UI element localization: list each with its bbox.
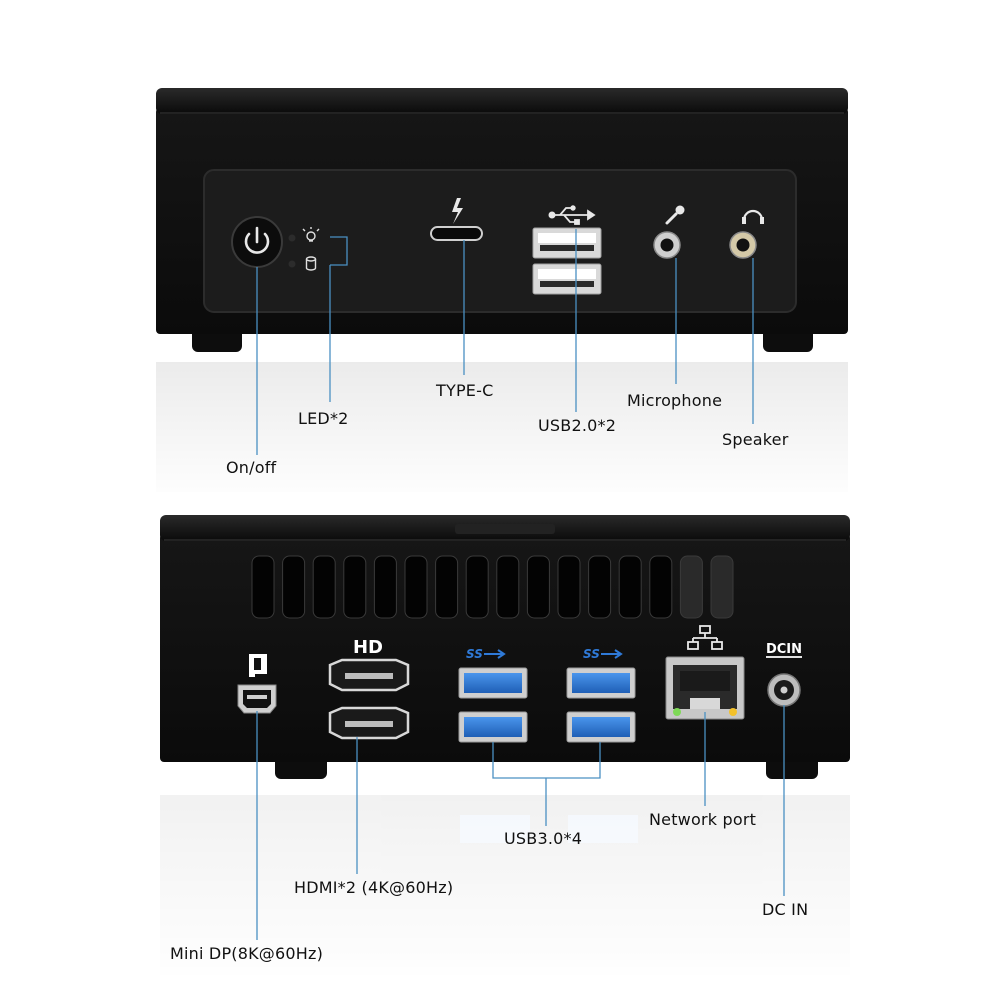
label-on-off: On/off — [226, 458, 277, 477]
label-microphone: Microphone — [627, 391, 723, 410]
label-dc-in: DC IN — [762, 900, 809, 919]
usb2-port-top[interactable] — [532, 227, 602, 259]
vent-slot — [649, 555, 673, 619]
lightning-icon — [452, 198, 463, 224]
power-icon — [244, 226, 270, 254]
vent-slot — [679, 555, 703, 619]
label-usb3: USB3.0*4 — [504, 829, 583, 848]
disk-icon — [305, 256, 317, 271]
usb-superspeed-icon: SS — [466, 647, 506, 661]
label-speaker: Speaker — [722, 430, 789, 449]
usb2-port-bottom[interactable] — [532, 263, 602, 295]
front-lid — [156, 88, 848, 114]
led-power — [288, 234, 296, 242]
power-button[interactable] — [231, 216, 283, 268]
label-led: LED*2 — [298, 409, 349, 428]
svg-text:SS: SS — [583, 647, 600, 661]
label-type-c: TYPE-C — [436, 381, 494, 400]
vent-grille — [251, 555, 734, 619]
dc-in-jack[interactable] — [767, 673, 801, 707]
label-hdmi: HDMI*2 (4K@60Hz) — [294, 878, 454, 897]
svg-text:DCIN: DCIN — [766, 642, 802, 657]
typec-port[interactable] — [430, 226, 483, 241]
led-disk — [288, 260, 296, 268]
rear-device: HD SS SS — [150, 515, 860, 988]
usb-icon — [548, 205, 596, 225]
vent-slot — [282, 555, 306, 619]
headphones-icon — [742, 209, 764, 224]
front-device — [150, 88, 850, 505]
vent-slot — [557, 555, 581, 619]
mini-dp-port[interactable] — [237, 684, 277, 714]
vent-slot — [251, 555, 275, 619]
usb3-port-3[interactable] — [458, 711, 528, 743]
speaker-jack[interactable] — [729, 231, 757, 259]
hdmi-port-bottom[interactable] — [328, 706, 410, 740]
dcin-logo: DCIN — [766, 642, 802, 658]
rear-callouts — [256, 705, 785, 940]
network-port[interactable] — [665, 656, 745, 720]
usb3-port-1[interactable] — [458, 667, 528, 699]
front-callouts — [256, 229, 754, 455]
vent-slot — [343, 555, 367, 619]
vent-slot — [710, 555, 734, 619]
vent-slot — [435, 555, 459, 619]
hdmi-logo: HD — [353, 637, 383, 658]
usb-superspeed-icon: SS — [583, 647, 623, 661]
label-network-port: Network port — [649, 810, 757, 829]
lightbulb-icon — [302, 227, 320, 242]
front-io-panel — [203, 169, 797, 313]
vent-slot — [526, 555, 550, 619]
usb3-port-4[interactable] — [566, 711, 636, 743]
displayport-icon — [249, 654, 267, 677]
vent-slot — [588, 555, 612, 619]
network-icon — [687, 625, 723, 650]
microphone-icon — [665, 205, 685, 225]
network-led-green — [673, 708, 681, 716]
callout-bracket-led — [330, 236, 348, 266]
vent-slot — [618, 555, 642, 619]
microphone-jack[interactable] — [653, 231, 681, 259]
svg-text:SS: SS — [466, 647, 483, 661]
vent-slot — [373, 555, 397, 619]
vent-slot — [312, 555, 336, 619]
vent-slot — [404, 555, 428, 619]
hdmi-port-top[interactable] — [328, 658, 410, 692]
vent-slot — [465, 555, 489, 619]
label-mini-dp: Mini DP(8K@60Hz) — [170, 944, 324, 963]
vent-slot — [496, 555, 520, 619]
network-led-amber — [729, 708, 737, 716]
rear-lid-notch — [455, 524, 555, 534]
label-usb2: USB2.0*2 — [538, 416, 617, 435]
usb3-port-2[interactable] — [566, 667, 636, 699]
